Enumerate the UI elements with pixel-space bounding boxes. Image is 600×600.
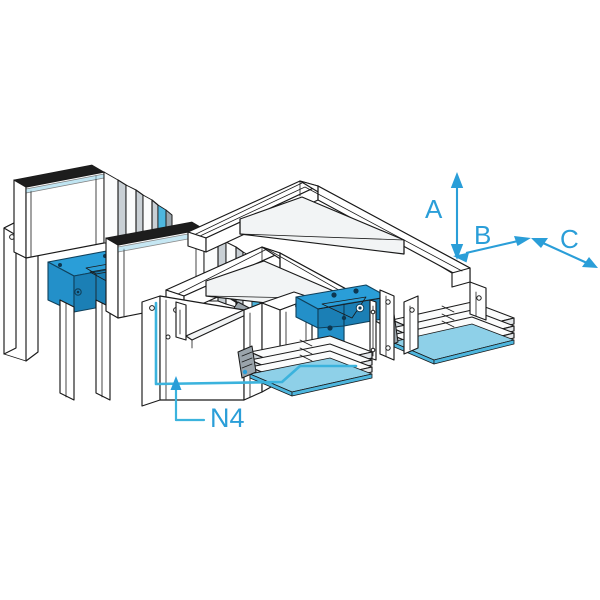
dimension-arrow-a xyxy=(450,172,464,260)
callout-label-n4: N4 xyxy=(210,403,245,433)
duct-elbow-upper xyxy=(187,180,471,288)
connector-bracket-center xyxy=(295,284,389,361)
support-frame-right xyxy=(403,295,419,355)
dimension-arrow-b xyxy=(453,236,531,263)
duct-side-panel-lower-left xyxy=(141,295,253,407)
dimension-arrow-c xyxy=(531,238,598,268)
busbar-stack-upper-left xyxy=(13,164,177,271)
dimension-label-b: B xyxy=(474,220,492,250)
dimension-label-a: A xyxy=(425,194,443,224)
n4-conductor-path xyxy=(154,301,358,422)
duct-leg-left-lower xyxy=(59,299,111,401)
dimension-label-c: C xyxy=(560,224,579,254)
duct-end-flange-right xyxy=(379,281,487,361)
dimension-arrows xyxy=(450,172,598,268)
busbar-stack-right xyxy=(379,301,515,365)
